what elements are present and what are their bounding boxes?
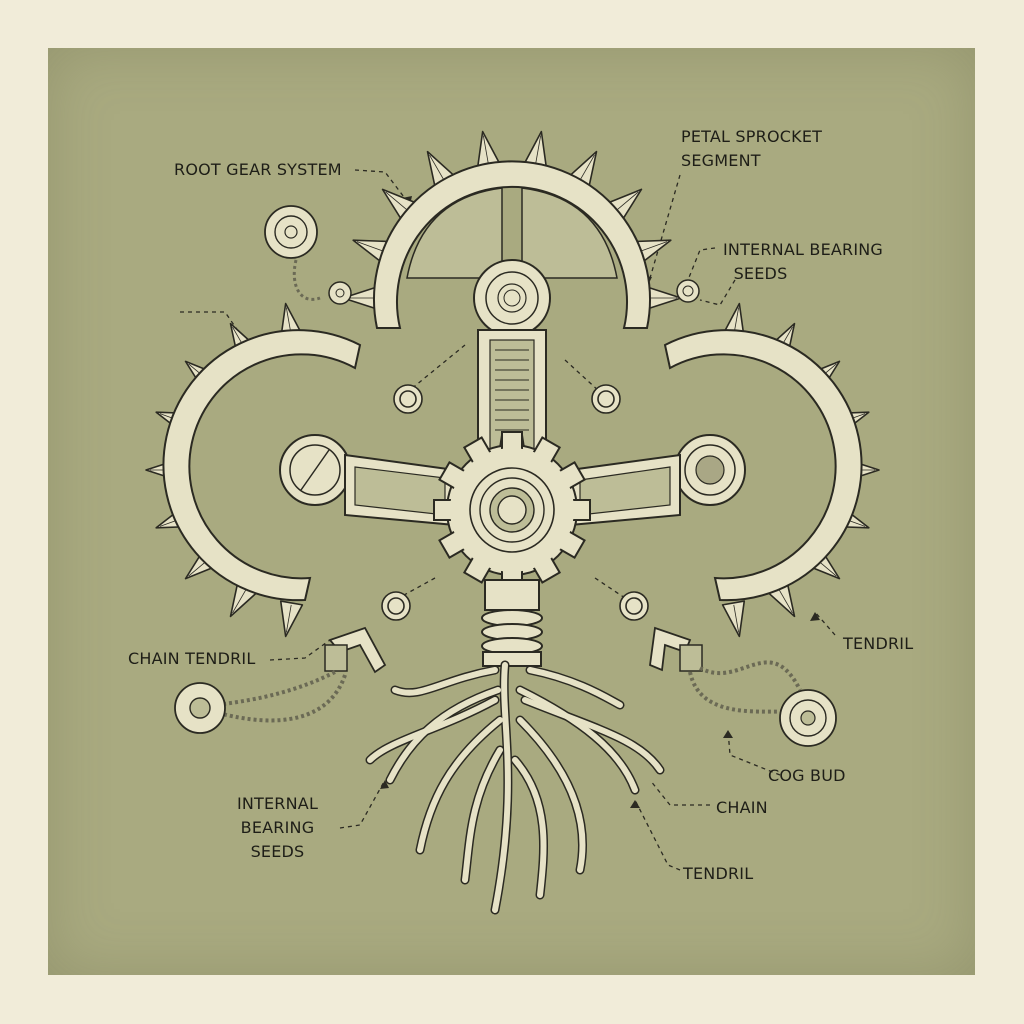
small-gear-chain-top-left bbox=[264, 205, 352, 305]
label-cog-bud: COG BUD bbox=[768, 766, 846, 785]
label-internal-bearing-seeds-top: INTERNAL BEARING SEEDS bbox=[723, 240, 884, 283]
left-petal-sprocket-gear bbox=[145, 300, 362, 640]
label-tendril-bottom: TENDRIL bbox=[683, 864, 754, 883]
label-chain-tendril: CHAIN TENDRIL bbox=[128, 649, 256, 668]
label-petal-sprocket-segment: PETAL SPROCKET SEGMENT bbox=[681, 127, 823, 170]
label-root-gear-system: ROOT GEAR SYSTEM bbox=[174, 160, 342, 179]
bearing-rings bbox=[381, 384, 649, 621]
left-chain-clamp-with-cog bbox=[174, 626, 387, 734]
right-chain-clamp-with-cog bbox=[649, 626, 837, 747]
coil-stem bbox=[481, 579, 543, 667]
label-tendril-right: TENDRIL bbox=[843, 634, 914, 653]
central-hub-gear bbox=[433, 431, 591, 589]
label-chain: CHAIN bbox=[716, 798, 768, 817]
small-cog-top-right bbox=[676, 279, 700, 303]
top-petal-sprocket-gear bbox=[342, 128, 682, 337]
label-internal-bearing-seeds-bottom: INTERNAL BEARING SEEDS bbox=[236, 794, 319, 861]
right-petal-sprocket-gear bbox=[663, 300, 880, 640]
root-tendrils bbox=[365, 660, 665, 915]
